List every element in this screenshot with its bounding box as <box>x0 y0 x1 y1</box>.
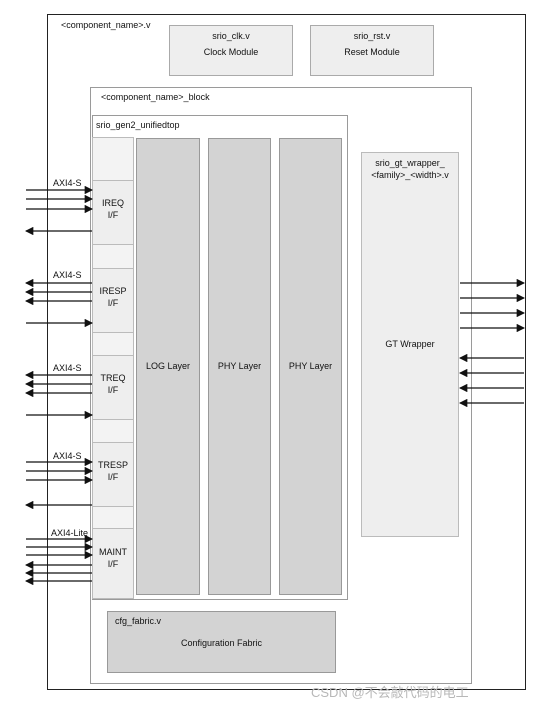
gt-wrapper-name: GT Wrapper <box>385 339 435 349</box>
clock-module-file: srio_clk.v <box>212 31 250 41</box>
cfg-fabric: cfg_fabric.v Configuration Fabric <box>107 611 336 673</box>
interface-treq-name: TREQ <box>100 373 126 383</box>
reset-module: srio_rst.v Reset Module <box>310 25 434 76</box>
interface-tresp-name: TRESP <box>97 460 128 470</box>
bus-label-treq: AXI4-S <box>53 363 82 373</box>
watermark: CSDN @不会敲代码的电工 <box>311 685 469 700</box>
phy-layer-2: PHY Layer <box>279 138 342 595</box>
interface-treq-suffix: I/F <box>107 385 119 395</box>
block-label: <component_name>_block <box>101 92 210 102</box>
interface-ireq-suffix: I/F <box>107 210 119 220</box>
clock-module-name: Clock Module <box>203 47 259 57</box>
clock-module: srio_clk.v Clock Module <box>169 25 293 76</box>
log-layer: LOG Layer <box>136 138 200 595</box>
phy-layer-1-label: PHY Layer <box>217 361 262 371</box>
reset-module-file: srio_rst.v <box>353 31 391 41</box>
interface-ireq-name: IREQ <box>101 198 124 208</box>
interface-maint: MAINT I/F <box>92 528 134 599</box>
bus-label-maint: AXI4-Lite <box>51 528 89 538</box>
cfg-fabric-file: cfg_fabric.v <box>115 616 162 626</box>
log-layer-label: LOG Layer <box>145 361 191 371</box>
component-label: <component_name>.v <box>61 20 151 30</box>
phy-layer-2-label: PHY Layer <box>288 361 333 371</box>
gt-wrapper-file-line1: srio_gt_wrapper_ <box>375 158 445 168</box>
interface-iresp-name: IRESP <box>99 286 127 296</box>
interface-ireq: IREQ I/F <box>92 180 134 245</box>
bus-label-iresp: AXI4-S <box>53 270 82 280</box>
phy-layer-1: PHY Layer <box>208 138 271 595</box>
gt-wrapper: srio_gt_wrapper_ <family>_<width>.v GT W… <box>361 152 459 537</box>
reset-module-name: Reset Module <box>344 47 400 57</box>
interface-treq: TREQ I/F <box>92 355 134 420</box>
interface-iresp: IRESP I/F <box>92 268 134 333</box>
interface-maint-suffix: I/F <box>107 559 119 569</box>
component-box <box>47 14 526 690</box>
unifiedtop-label: srio_gen2_unifiedtop <box>96 120 180 130</box>
interface-tresp-suffix: I/F <box>107 472 119 482</box>
cfg-fabric-name: Configuration Fabric <box>180 638 263 648</box>
interface-maint-name: MAINT <box>99 547 127 557</box>
bus-label-ireq: AXI4-S <box>53 178 82 188</box>
interface-iresp-suffix: I/F <box>107 298 119 308</box>
gt-wrapper-file-line2: <family>_<width>.v <box>371 170 449 180</box>
bus-label-tresp: AXI4-S <box>53 451 82 461</box>
